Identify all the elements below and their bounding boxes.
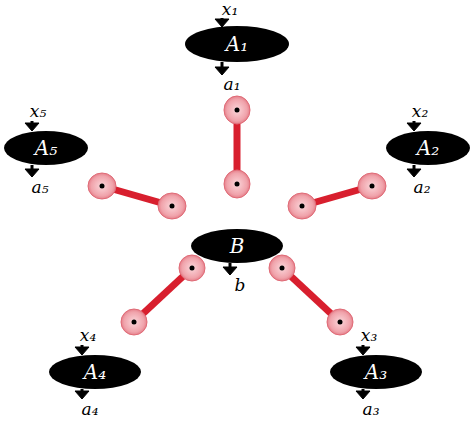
party-name: A₂	[417, 137, 439, 159]
party-ellipse: B	[191, 229, 283, 263]
signal-label: x₄	[80, 326, 96, 345]
io-arrows	[25, 18, 421, 399]
party-ellipse: A₁	[185, 26, 289, 62]
signal-label: x₃	[361, 326, 377, 345]
entangled-pairs	[88, 96, 386, 335]
party-name: A₁	[226, 33, 248, 55]
party-ellipse: A₂	[386, 131, 470, 165]
signal-label: x₅	[30, 102, 46, 121]
entangled-pair	[121, 255, 205, 335]
party-name: A₄	[84, 361, 106, 383]
entangled-pair	[88, 173, 186, 219]
party-name: A₅	[35, 137, 57, 159]
signal-label: a₃	[363, 400, 380, 419]
signal-label: x₁	[222, 0, 238, 19]
entangled-pair	[288, 173, 386, 219]
signal-label: b	[235, 276, 246, 295]
entangled-pair	[224, 96, 250, 198]
signal-label: a₁	[224, 75, 241, 94]
party-ellipse: A₄	[49, 355, 141, 389]
entangled-pair	[269, 255, 353, 335]
party-name: B	[230, 235, 245, 257]
signal-label: a₄	[82, 400, 99, 419]
signal-label: a₅	[32, 178, 49, 197]
signal-label: a₂	[414, 178, 431, 197]
party-ellipse: A₅	[4, 131, 88, 165]
party-ellipse: A₃	[330, 355, 422, 389]
signal-label: x₂	[412, 102, 428, 121]
party-name: A₃	[365, 361, 387, 383]
